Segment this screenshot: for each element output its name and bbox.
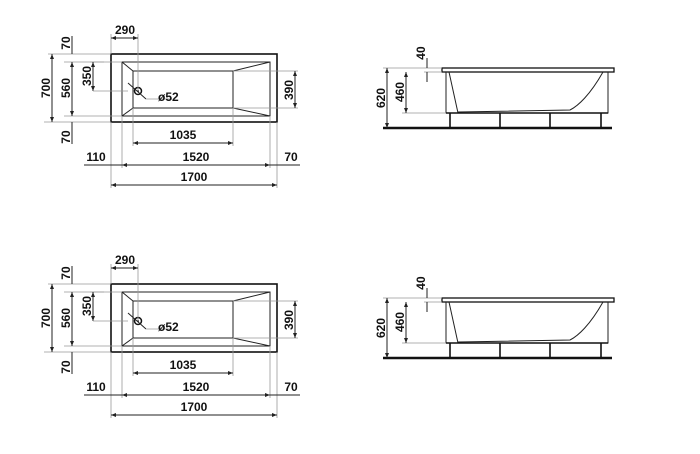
total-height-label: 620 — [374, 318, 388, 338]
plan-view: ø52 290 700 560 70 70 350 390 1035 1520 … — [39, 23, 300, 188]
total-length-label: 1700 — [181, 170, 208, 184]
right-rim-label: 70 — [284, 380, 298, 394]
tub-outline — [110, 283, 278, 353]
rim-height-label: 40 — [414, 276, 428, 290]
inner-width-label: 560 — [59, 78, 73, 98]
left-rim-label: 110 — [86, 150, 106, 164]
basin-length-label: 1035 — [170, 128, 197, 142]
drain-diameter-label: ø52 — [158, 90, 179, 104]
tub-outline — [110, 53, 278, 123]
basin-width-label: 390 — [282, 80, 296, 100]
total-width-label: 700 — [39, 78, 53, 98]
depth-label: 460 — [393, 312, 407, 332]
slope-lines — [121, 61, 271, 117]
tub-body — [445, 71, 609, 114]
total-height-label: 620 — [374, 88, 388, 108]
drain-offset-label: 350 — [80, 296, 94, 316]
bottom-rim-label: 70 — [59, 360, 73, 374]
drain-diameter-label: ø52 — [158, 320, 179, 334]
top-rim-label: 70 — [59, 266, 73, 280]
depth-label: 460 — [393, 82, 407, 102]
inner-length-label: 1520 — [183, 150, 210, 164]
side-view: 620 460 40 — [374, 46, 615, 130]
drain-position-label: 290 — [115, 23, 135, 37]
tub-legs — [449, 343, 602, 357]
basin-floor — [132, 70, 234, 109]
basin-floor — [132, 300, 234, 339]
inner-length-label: 1520 — [183, 380, 210, 394]
inner-width-label: 560 — [59, 308, 73, 328]
drain-icon — [127, 312, 172, 330]
right-rim-label: 70 — [284, 150, 298, 164]
left-rim-label: 110 — [86, 380, 106, 394]
top-rim-label: 70 — [59, 36, 73, 50]
tub-legs — [449, 113, 602, 127]
drain-position-label: 290 — [115, 253, 135, 267]
total-length-label: 1700 — [181, 400, 208, 414]
total-width-label: 700 — [39, 308, 53, 328]
plan-view: ø52 290 700 560 70 70 350 390 1035 1520 … — [39, 253, 300, 418]
side-view: 620 460 40 — [374, 276, 615, 360]
tub-body — [445, 301, 609, 344]
drawing-2: ø52 290 700 560 70 70 350 390 1035 1520 … — [39, 253, 615, 418]
tub-rim — [441, 67, 615, 73]
drawing-1: ø52 290 700 560 70 70 350 390 1035 1520 … — [39, 23, 615, 188]
basin-length-label: 1035 — [170, 358, 197, 372]
drain-offset-label: 350 — [80, 66, 94, 86]
slope-lines — [121, 291, 271, 347]
rim-height-label: 40 — [414, 46, 428, 60]
bottom-rim-label: 70 — [59, 130, 73, 144]
basin-width-label: 390 — [282, 310, 296, 330]
tub-rim — [441, 297, 615, 303]
